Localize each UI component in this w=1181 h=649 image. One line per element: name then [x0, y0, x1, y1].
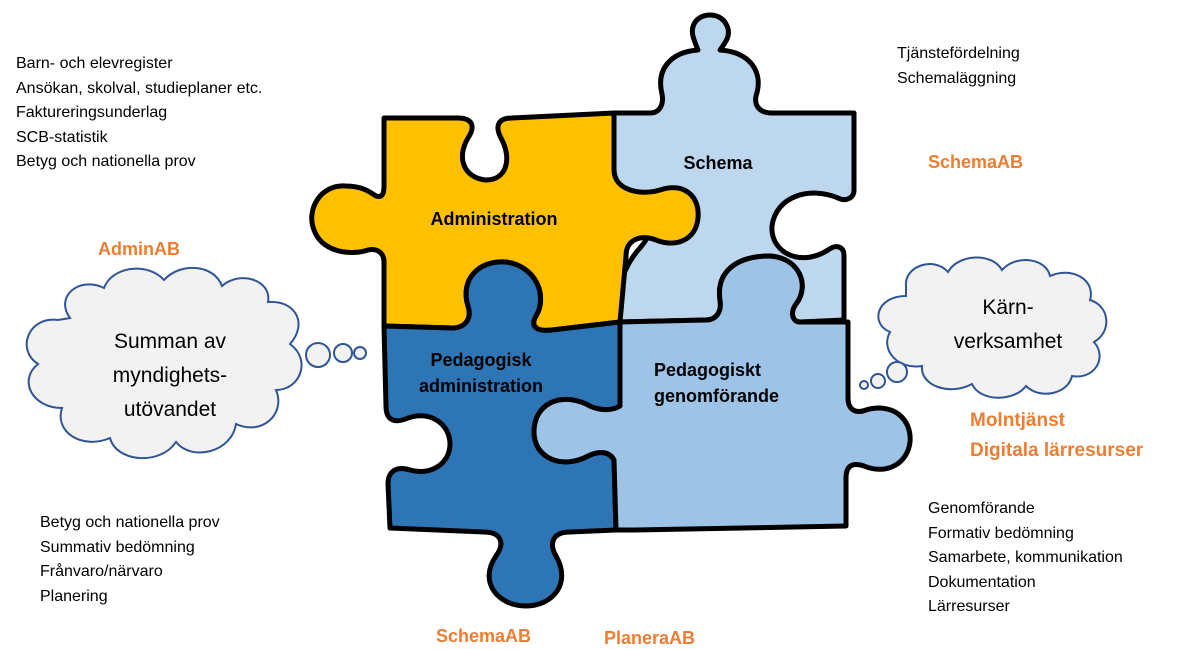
schema-text: Schema [683, 153, 753, 173]
list-item: Schemaläggning [897, 69, 1017, 87]
list-item: Ansökan, skolval, studieplaner etc. [16, 79, 263, 97]
genomforande-line: genomförande [654, 386, 780, 406]
list-item: Lärresurser [928, 598, 1010, 615]
left-thought-cloud [25, 267, 367, 459]
list-item: Samarbete, kommunikation [928, 549, 1123, 566]
cloud-left-line2: myndighets- [112, 364, 228, 387]
vendor-moln: Molntjänst Digitala lärresurser [970, 406, 1143, 466]
pedagogisk-administration-label: Pedagogisk administration [396, 347, 566, 399]
list-item: Genomförande [928, 500, 1035, 517]
cloud-right-line2: verksamhet [953, 330, 1063, 353]
schema-label: Schema [668, 150, 768, 176]
administration-text: Administration [430, 209, 558, 229]
administration-label: Administration [404, 206, 584, 232]
list-item: Dokumentation [928, 573, 1036, 591]
vendor-planera: PlaneraAB [604, 628, 696, 648]
right-cloud-text: Kärn- verksamhet [928, 291, 1088, 359]
pedagogiskt-genomforande-label: Pedagogiskt genomförande [626, 357, 856, 409]
list-item: Faktureringsunderlag [16, 104, 168, 121]
left-cloud-text: Summan av myndighets- utövandet [60, 325, 280, 427]
cloud-left-line3: utövandet [123, 398, 217, 421]
cloud-right-line1: Kärn- [982, 296, 1034, 319]
list-item: Frånvaro/närvaro [40, 563, 163, 580]
top-left-list: Barn- och elevregister Ansökan, skolval,… [16, 52, 262, 175]
administration-line: administration [418, 376, 543, 396]
cloud-left-line1: Summan av [113, 330, 227, 353]
vendor-moln-line2: Digitala lärresurser [970, 440, 1144, 461]
list-item: Planering [40, 587, 108, 605]
vendor-admin: AdminAB [98, 239, 180, 259]
list-item: Formativ bedömning [928, 524, 1074, 542]
list-item: Betyg och nationella prov [16, 153, 196, 170]
bottom-left-list: Betyg och nationella prov Summativ bedöm… [40, 511, 220, 609]
vendor-schema-bottom: SchemaAB [436, 626, 532, 646]
bottom-right-list: Genomförande Formativ bedömning Samarbet… [928, 497, 1123, 620]
pedagogisk-line: Pedagogisk [430, 350, 532, 370]
list-item: SCB-statistik [16, 128, 108, 146]
list-item: Betyg och nationella prov [40, 514, 220, 531]
pedagogiskt-genomforande-piece [531, 253, 913, 533]
list-item: Summativ bedömning [40, 538, 195, 556]
vendor-moln-line1: Molntjänst [970, 410, 1065, 431]
list-item: Barn- och elevregister [16, 55, 173, 72]
top-right-list: Tjänstefördelning Schemaläggning [897, 42, 1020, 91]
pedagogiskt-line: Pedagogiskt [654, 360, 762, 380]
list-item: Tjänstefördelning [897, 45, 1020, 62]
right-thought-cloud [859, 256, 1108, 399]
vendor-schema-top: SchemaAB [928, 152, 1024, 172]
